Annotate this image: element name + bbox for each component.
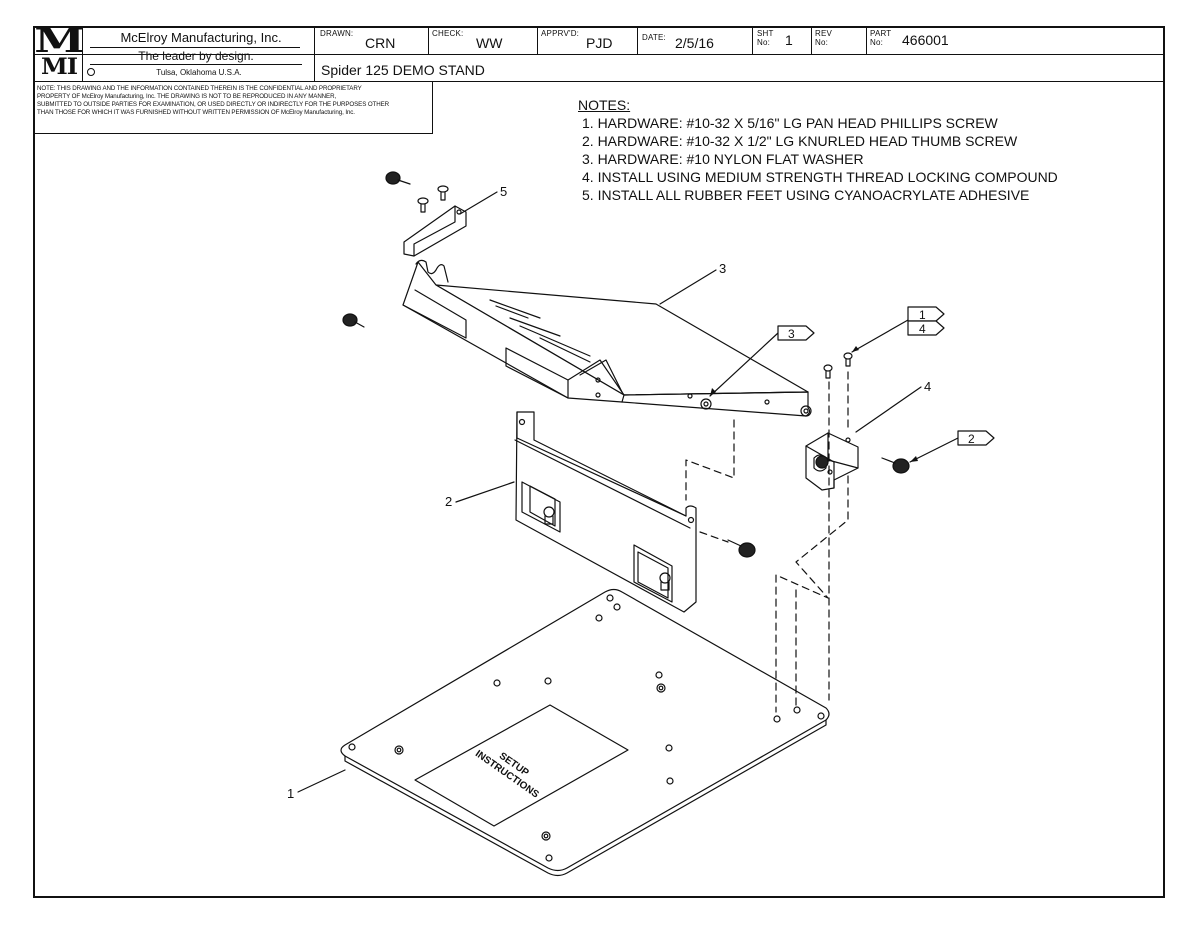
logo-top: M	[34, 21, 85, 61]
company-name: McElroy Manufacturing, Inc.	[120, 30, 282, 45]
thumb-screw	[342, 171, 910, 558]
check-label: CHECK:	[432, 29, 464, 38]
tray	[402, 259, 812, 417]
date-label: DATE:	[642, 33, 666, 42]
pan-screw	[417, 185, 853, 379]
part-number: 466001	[902, 32, 949, 48]
flag-box	[907, 320, 945, 336]
side-clip	[805, 432, 859, 491]
rev-label-2: No:	[815, 38, 829, 47]
callout-base-plate: 1	[287, 786, 294, 801]
rev-divider	[866, 26, 867, 55]
leader-line	[297, 191, 959, 793]
note-item: 3. HARDWARE: #10 NYLON FLAT WASHER	[582, 151, 864, 167]
confidential-line: NOTE: THIS DRAWING AND THE INFORMATION C…	[37, 85, 362, 92]
drawn-label: DRAWN:	[320, 29, 354, 38]
note-item: 1. HARDWARE: #10-32 X 5/16" LG PAN HEAD …	[582, 115, 998, 131]
company-location: Tulsa, Oklahoma U.S.A.	[156, 68, 242, 77]
flag-box	[777, 325, 815, 341]
flag-thumb-screw: 2	[968, 432, 975, 446]
note-item: 2. HARDWARE: #10-32 X 1/2" LG KNURLED HE…	[582, 133, 1018, 149]
confidential-line: SUBMITTED TO OUTSIDE PARTIES FOR EXAMINA…	[37, 101, 390, 108]
sht-divider	[811, 26, 812, 55]
top-clip	[403, 205, 467, 257]
drawing-title: Spider 125 DEMO STAND	[321, 62, 485, 78]
part-label-1: PART	[870, 29, 892, 38]
note-item: 4. INSTALL USING MEDIUM STRENGTH THREAD …	[582, 169, 1058, 185]
check-value: WW	[476, 35, 503, 51]
drawing-border	[33, 26, 1165, 898]
notes-heading: NOTES:	[578, 97, 631, 113]
logo-divider	[82, 26, 83, 82]
sht-label-1: SHT	[757, 29, 774, 38]
sht-label-2: No:	[757, 38, 771, 47]
flag-loctite: 4	[919, 322, 926, 336]
callout-tray: 3	[719, 261, 726, 276]
motto-underline	[90, 64, 302, 65]
company-underline	[90, 47, 300, 48]
callout-top-clip: 5	[500, 184, 507, 199]
drawn-value: CRN	[365, 35, 396, 51]
sht-value: 1	[785, 32, 793, 48]
logo-bottom: MI	[41, 54, 78, 80]
leader-arrow	[710, 346, 918, 462]
note-item: 5. INSTALL ALL RUBBER FEET USING CYANOAC…	[582, 187, 1030, 203]
rev-label-1: REV	[815, 29, 833, 38]
confidential-line: PROPERTY OF McElroy Manufacturing, Inc. …	[37, 93, 337, 100]
callout-side-clip: 4	[924, 379, 931, 394]
date-value: 2/5/16	[675, 35, 714, 51]
company-logo: M MI	[34, 24, 85, 81]
apprvd-label: APPRV'D:	[541, 29, 580, 38]
confidential-line: THAN THOSE FOR WHICH IT WAS FURNISHED WI…	[37, 109, 355, 116]
part-label-2: No:	[870, 38, 884, 47]
title-block-row-bottom	[33, 55, 1165, 82]
assembly-line	[685, 371, 849, 713]
flag-box	[907, 306, 945, 322]
company-divider	[314, 26, 315, 82]
flag-washer: 3	[788, 327, 795, 341]
apprvd-value: PJD	[586, 35, 613, 51]
drawn-divider	[428, 26, 429, 55]
flag-pan-screw: 1	[919, 308, 926, 322]
flag-box	[957, 430, 995, 446]
title-block-row-top	[33, 26, 1165, 55]
base-plate	[340, 588, 830, 877]
bracket	[514, 411, 697, 613]
registered-icon	[87, 68, 95, 76]
callout-bracket: 2	[445, 494, 452, 509]
date-divider	[752, 26, 753, 55]
check-divider	[537, 26, 538, 55]
company-motto: The leader by design.	[138, 49, 254, 63]
apprvd-divider	[637, 26, 638, 55]
confidential-note-box: NOTE: THIS DRAWING AND THE INFORMATION C…	[33, 82, 433, 134]
